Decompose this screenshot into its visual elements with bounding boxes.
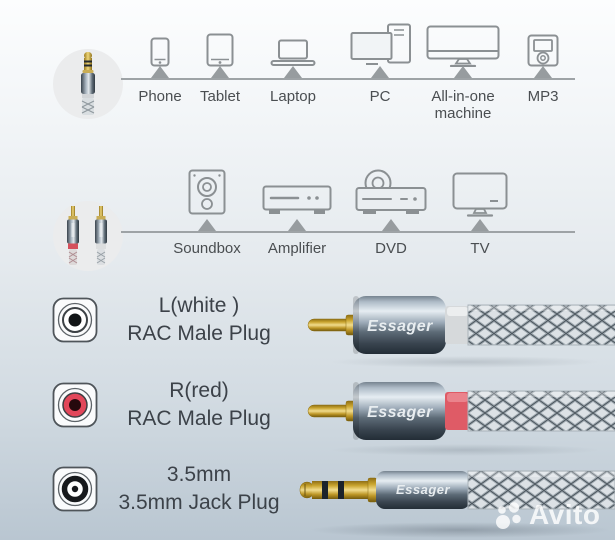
device-label-mp3: MP3 [527, 88, 559, 105]
laptop-icon [270, 39, 316, 66]
plug-type-line1: L(white ) [158, 294, 240, 317]
tablet-icon [206, 33, 234, 67]
jack-plug-photo: Essager [299, 470, 615, 510]
plug-type-title-red: R(red) RAC Male Plug [93, 377, 305, 433]
device-label-amplifier: Amplifier [267, 240, 327, 257]
jack-plug-mini-photo [53, 49, 123, 119]
device-label-all-in-one: All-in-one machine [431, 88, 495, 122]
plug-type-line1: 3.5mm [166, 463, 232, 486]
row2-line [121, 231, 575, 233]
rca-plugs-mini-illustration [67, 206, 107, 265]
jack-port-icon [52, 466, 98, 512]
device-label-dvd: DVD [375, 240, 407, 257]
device-label-tablet: Tablet [199, 88, 241, 105]
rca-red-port-icon [52, 382, 98, 428]
rca-red-plug-photo: Essager [307, 382, 615, 440]
phone-icon [150, 37, 170, 67]
tv-icon [452, 172, 508, 217]
avito-wordmark: Avito [529, 499, 601, 530]
row1-line [121, 78, 575, 80]
rca-white-plug-photo: Essager [307, 296, 615, 354]
brand-text: Essager [367, 318, 433, 335]
device-label-soundbox: Soundbox [173, 240, 241, 257]
soundbox-icon [188, 169, 226, 215]
arrow-up-icon [534, 66, 552, 78]
arrow-up-icon [382, 219, 400, 231]
device-label-phone: Phone [138, 88, 182, 105]
arrow-up-icon [371, 66, 389, 78]
jack-plug-mini-illustration [81, 52, 95, 115]
arrow-up-icon [288, 219, 306, 231]
arrow-up-icon [151, 66, 169, 78]
plug-type-line2: RAC Male Plug [127, 322, 271, 345]
brand-text: Essager [396, 482, 451, 497]
arrow-up-icon [454, 66, 472, 78]
plug-type-line2: RAC Male Plug [127, 407, 271, 430]
avito-watermark: Avito [494, 499, 600, 531]
plug-type-title-white: L(white ) RAC Male Plug [93, 292, 305, 348]
plug-type-title-jack: 3.5mm 3.5mm Jack Plug [93, 461, 305, 517]
arrow-up-icon [284, 66, 302, 78]
arrow-up-icon [211, 66, 229, 78]
device-label-laptop: Laptop [270, 88, 316, 105]
dvd-icon [355, 169, 427, 214]
device-label-tv: TV [470, 240, 490, 257]
brand-text: Essager [367, 404, 433, 421]
pc-icon [350, 23, 411, 65]
avito-logo-icon [496, 502, 521, 529]
cable-shadow [330, 444, 600, 456]
rca-plugs-mini-photo [53, 201, 123, 271]
amplifier-icon [262, 185, 332, 214]
cable-shadow [310, 522, 610, 538]
mp3-icon [527, 34, 559, 67]
arrow-up-icon [198, 219, 216, 231]
cable-shadow [330, 356, 600, 368]
plug-type-line2: 3.5mm Jack Plug [118, 491, 280, 514]
device-label-pc: PC [369, 88, 391, 105]
rca-white-port-icon [52, 297, 98, 343]
arrow-up-icon [471, 219, 489, 231]
all-in-one-icon [426, 25, 500, 67]
plug-type-line1: R(red) [169, 379, 229, 402]
